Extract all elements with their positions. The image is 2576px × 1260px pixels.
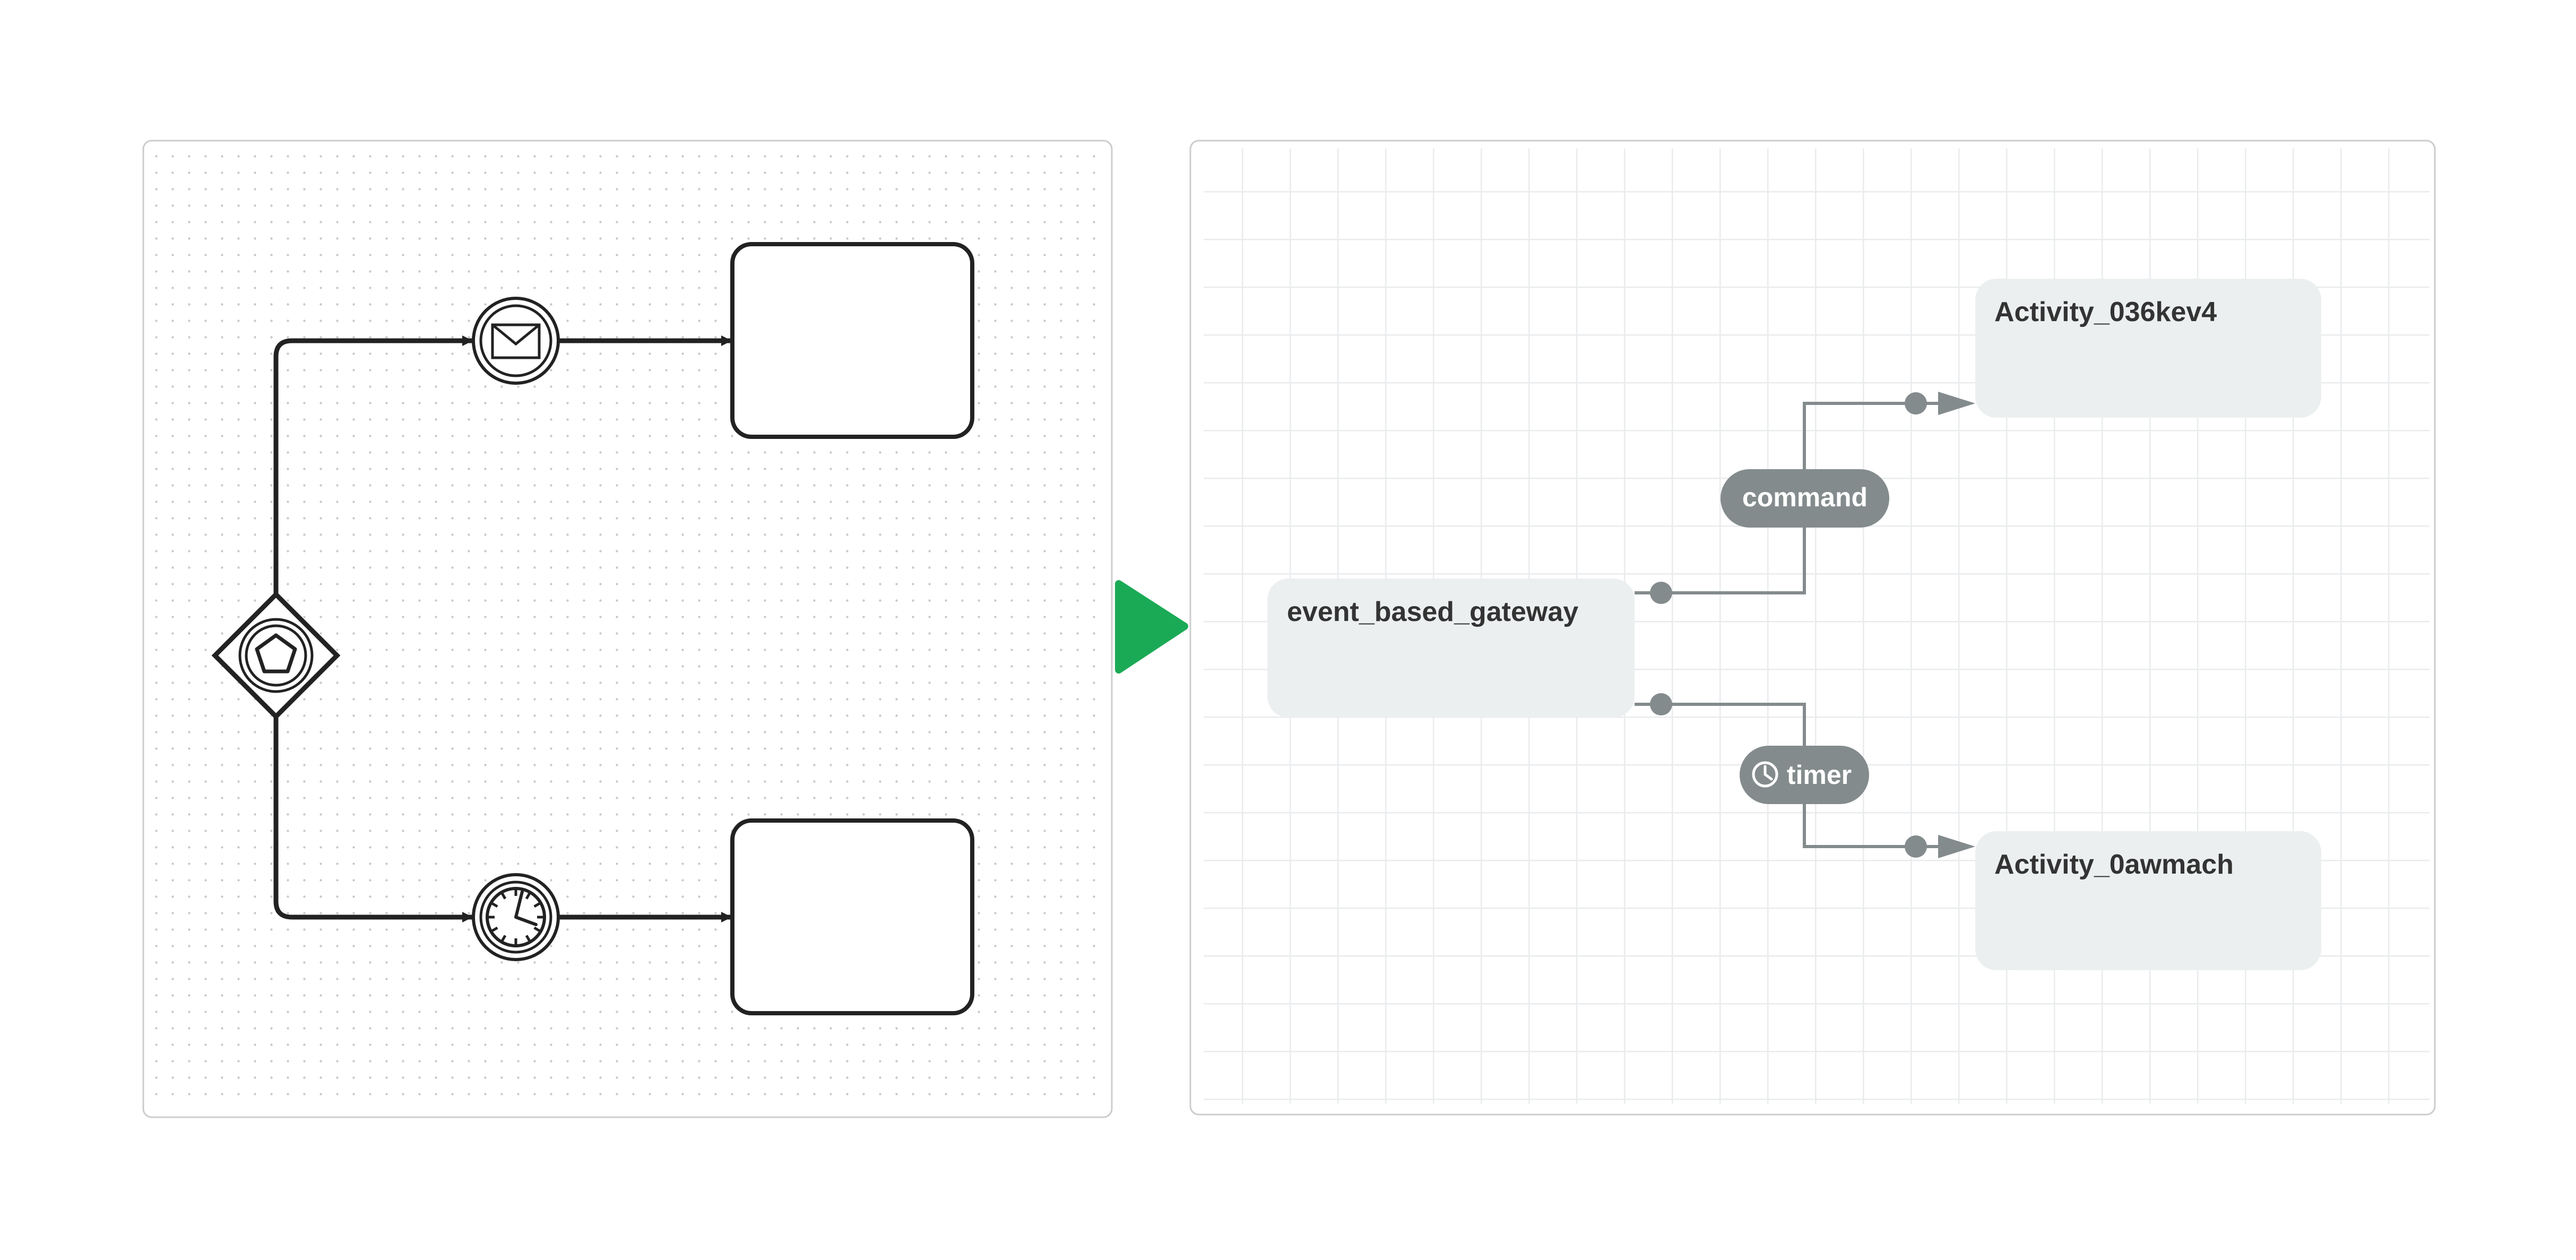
node-activity-upper-label: Activity_036kev4 bbox=[1994, 297, 2217, 327]
message-catch-event[interactable] bbox=[472, 297, 560, 385]
edge-label-timer-text: timer bbox=[1787, 760, 1852, 790]
bpmn-panel bbox=[142, 140, 1113, 1118]
edge-command-arrowhead bbox=[1938, 392, 1975, 415]
node-activity-lower-label: Activity_0awmach bbox=[1994, 849, 2234, 880]
node-activity-lower[interactable]: Activity_0awmach bbox=[1975, 831, 2321, 970]
sequence-flow-upper[interactable] bbox=[273, 335, 473, 597]
timer-catch-event[interactable] bbox=[472, 873, 560, 961]
clock-tick bbox=[533, 926, 541, 933]
clock-tick bbox=[500, 935, 507, 942]
clock-tick bbox=[500, 892, 507, 900]
clock-tick bbox=[525, 935, 531, 942]
edge-timer-target-dot bbox=[1905, 835, 1927, 858]
gateway-outer-ring bbox=[238, 618, 314, 693]
sequence-flow-lower[interactable] bbox=[273, 714, 473, 922]
edge-label-command[interactable]: command bbox=[1721, 469, 1889, 528]
envelope-icon bbox=[491, 323, 541, 359]
gateway-diamond bbox=[211, 591, 341, 720]
edge-label-timer[interactable]: timer bbox=[1740, 746, 1869, 804]
task-lower[interactable] bbox=[730, 818, 974, 1015]
clock-tick bbox=[491, 926, 498, 933]
node-event-based-gateway[interactable]: event_based_gateway bbox=[1267, 579, 1635, 718]
edge-command-target-dot bbox=[1905, 392, 1927, 415]
node-event-based-gateway-label: event_based_gateway bbox=[1287, 597, 1578, 627]
clock-tick bbox=[533, 902, 541, 908]
play-triangle-icon bbox=[1115, 580, 1188, 674]
message-event-inner-circle bbox=[479, 304, 552, 377]
event-based-gateway-pentagon-icon bbox=[255, 633, 297, 674]
clock-tick bbox=[491, 902, 498, 908]
graph-panel: command timer event_based_gateway Activi… bbox=[1189, 140, 2436, 1116]
gateway-inner-ring bbox=[245, 624, 307, 687]
clock-tick bbox=[525, 892, 531, 900]
clock-icon bbox=[1752, 761, 1778, 788]
task-upper[interactable] bbox=[730, 242, 974, 439]
node-activity-upper[interactable]: Activity_036kev4 bbox=[1975, 279, 2321, 418]
edge-label-command-text: command bbox=[1742, 482, 1868, 512]
clock-icon bbox=[486, 887, 546, 947]
edge-timer-source-dot bbox=[1650, 693, 1672, 715]
edge-command-source-dot bbox=[1650, 582, 1672, 604]
edge-timer-arrowhead bbox=[1938, 835, 1975, 858]
timer-event-inner-circle bbox=[479, 881, 552, 954]
event-based-gateway[interactable] bbox=[211, 591, 341, 720]
